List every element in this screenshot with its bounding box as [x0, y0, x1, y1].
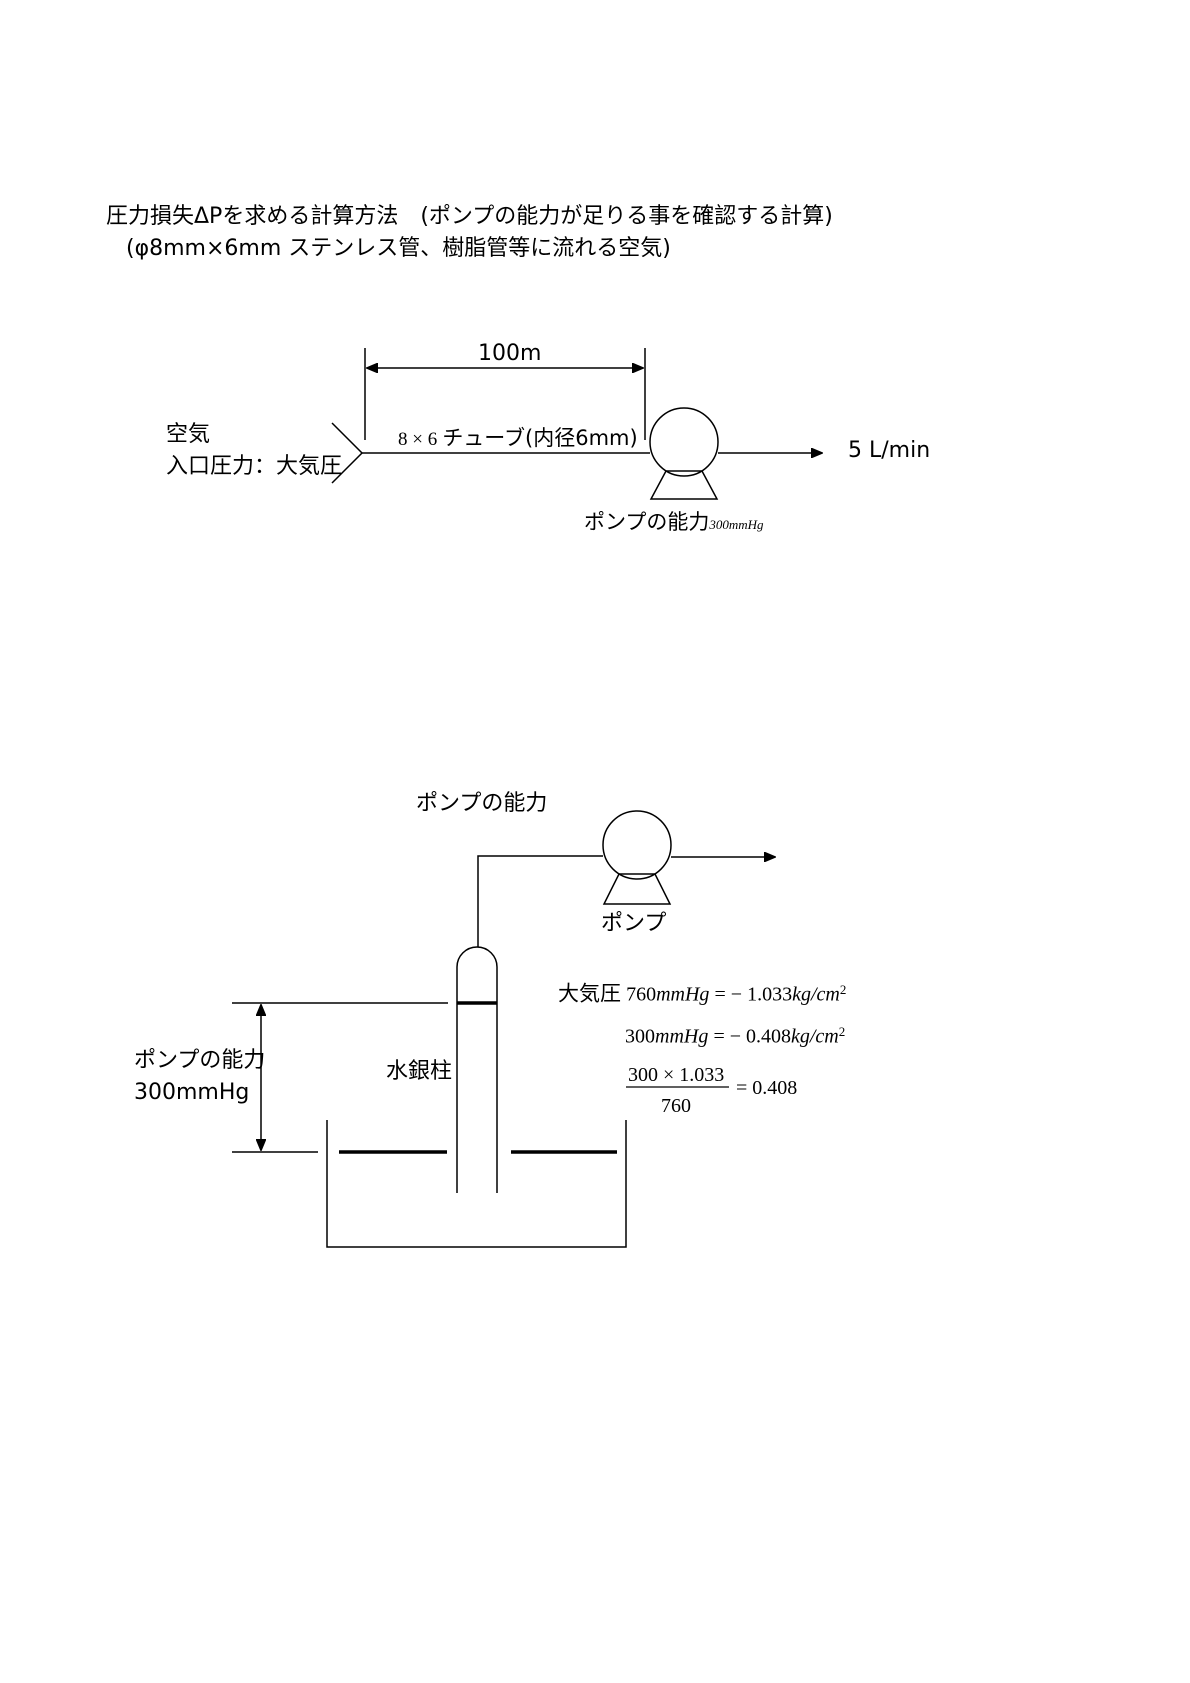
- tube-desc: チューブ(内径6mm): [442, 426, 638, 450]
- page-title: 圧力損失ΔPを求める計算方法 (ポンプの能力が足りる事を確認する計算): [106, 204, 833, 229]
- flow-rate-label: 5 L/min: [848, 438, 931, 463]
- pump-base: [649, 470, 719, 500]
- air-label: 空気: [166, 422, 211, 447]
- mercury-column-label: 水銀柱: [386, 1059, 453, 1084]
- eq1-rhs: = − 1.033: [714, 983, 793, 1006]
- pump-label: ポンプ: [601, 911, 667, 936]
- eq2-rhs: = − 0.408: [713, 1025, 791, 1048]
- fraction-result: = 0.408: [736, 1077, 798, 1099]
- height-label-line1: ポンプの能力: [134, 1048, 266, 1073]
- eq1-prefix: 大気圧: [558, 981, 621, 1006]
- pump-capacity-value: 300mmHg: [709, 517, 764, 532]
- mercury-column-tube: [456, 946, 498, 1193]
- eq1-unit: mmHg: [656, 983, 710, 1006]
- eq2-sup: 2: [838, 1024, 846, 1039]
- fraction-numerator: 300 × 1.033: [628, 1064, 725, 1086]
- pump-circle: [649, 407, 719, 477]
- equation-1: 大気圧 760mmHg = − 1.033kg/cm2: [558, 981, 847, 1006]
- eq1-value: 760: [626, 983, 657, 1006]
- equation-2: 300mmHg = − 0.408kg/cm2: [625, 1025, 845, 1046]
- eq2-unit: mmHg: [655, 1025, 709, 1048]
- eq1-sup: 2: [839, 982, 847, 997]
- height-label-line2: 300mmHg: [134, 1080, 250, 1105]
- inlet-pressure-label: 入口圧力：大気圧: [166, 454, 343, 479]
- tube-label: 8 × 6 チューブ(内径6mm): [398, 426, 638, 450]
- eq2-rhs-unit: kg/cm: [791, 1025, 839, 1048]
- pump2-circle: [602, 810, 672, 880]
- pump-capacity-heading: ポンプの能力: [416, 791, 548, 816]
- suction-pipe: [477, 855, 603, 947]
- pump-capacity-label: ポンプの能力300mmHg: [584, 512, 764, 533]
- fraction-denominator: 760: [661, 1095, 691, 1117]
- mercury-reservoir: [326, 1120, 627, 1248]
- length-label: 100m: [478, 341, 542, 366]
- pump-capacity-text: ポンプの能力: [584, 510, 710, 534]
- eq1-rhs-unit: kg/cm: [792, 983, 840, 1006]
- pump2-base: [602, 873, 672, 905]
- tube-size: 8 × 6: [398, 429, 438, 450]
- page-subtitle: (φ8mm×6mm ステンレス管、樹脂管等に流れる空気): [126, 236, 671, 261]
- eq2-value: 300: [625, 1025, 655, 1048]
